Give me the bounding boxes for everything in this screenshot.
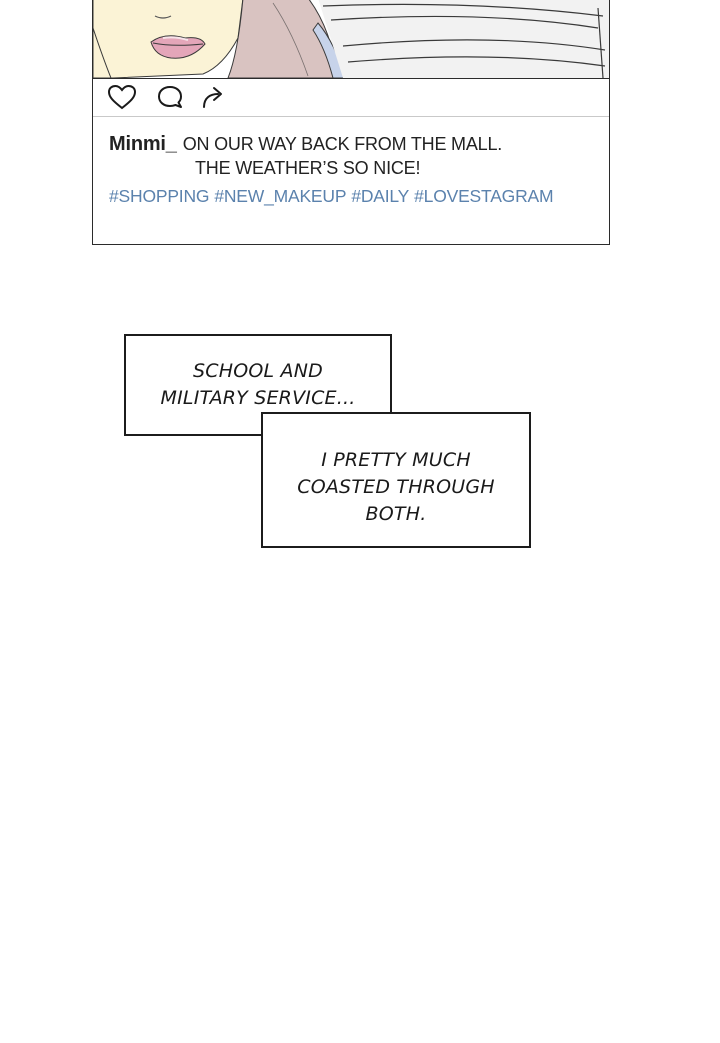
narration-box-2-line-2: COASTED THROUGH [297, 476, 495, 498]
hashtag-shopping[interactable]: #SHOPPING [109, 186, 210, 206]
social-post-card: Minmi_ON OUR WAY BACK FROM THE MALL. THE… [92, 0, 610, 245]
post-photo-illustration [93, 0, 609, 78]
narration-box-1-line-2: MILITARY SERVICE... [160, 387, 356, 409]
narration-box-1-line-1: SCHOOL AND [193, 360, 323, 382]
hashtag-daily[interactable]: #DAILY [351, 186, 410, 206]
hashtag-lovestagram[interactable]: #LOVESTAGRAM [414, 186, 554, 206]
post-caption: Minmi_ON OUR WAY BACK FROM THE MALL. THE… [109, 132, 599, 208]
share-arrow-icon[interactable] [199, 84, 229, 110]
narration-box-2-line-3: BOTH. [365, 503, 427, 525]
caption-line-1: Minmi_ON OUR WAY BACK FROM THE MALL. [109, 132, 599, 156]
narration-box-2-line-1: I PRETTY MUCH [321, 449, 471, 471]
post-photo[interactable] [93, 0, 609, 79]
narration-box-2: I PRETTY MUCH COASTED THROUGH BOTH. [261, 412, 531, 548]
post-action-bar [93, 78, 609, 117]
hashtag-new-makeup[interactable]: #NEW_MAKEUP [214, 186, 347, 206]
post-username[interactable]: Minmi_ [109, 133, 177, 155]
heart-icon[interactable] [107, 84, 137, 110]
caption-text-2: THE WEATHER’S SO NICE! [195, 158, 421, 178]
speech-bubble-icon[interactable] [157, 84, 187, 110]
caption-text-1: ON OUR WAY BACK FROM THE MALL. [182, 134, 503, 154]
hashtag-list: #SHOPPING#NEW_MAKEUP#DAILY#LOVESTAGRAM [109, 184, 599, 208]
